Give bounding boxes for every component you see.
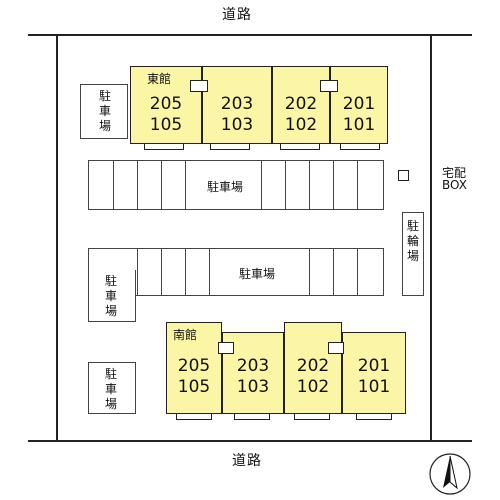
unit-number-lower: 105 [177, 377, 211, 397]
unit-number-upper: 203 [220, 94, 254, 114]
unit-number-lower: 102 [296, 377, 330, 397]
delivery-box-icon [398, 170, 409, 181]
entrance-notch [218, 342, 234, 354]
unit-number-upper: 203 [236, 356, 270, 376]
road-label-north: 道路 [222, 7, 252, 23]
north-arrow-icon [429, 453, 471, 495]
road-edge-south [28, 440, 472, 442]
entrance-step [176, 413, 212, 420]
parking-west-bottom-char: 車 [104, 382, 117, 396]
parking-middle-lower-label: 駐車場 [235, 265, 280, 282]
unit-number-lower: 101 [357, 377, 391, 397]
entrance-step [144, 143, 184, 150]
road-edge-north [28, 34, 472, 36]
south-unit: 201 101 [342, 332, 406, 414]
parking-west-bottom-char: 駐 [104, 367, 117, 381]
south-unit: 南館 205 105 [166, 322, 222, 414]
bicycle-parking-char: 場 [406, 249, 419, 263]
site-boundary-east [430, 34, 432, 440]
unit-number-lower: 105 [149, 115, 183, 135]
unit-number-upper: 205 [177, 356, 211, 376]
north-building: 東館 205 105 203 103 202 102 201 101 [130, 66, 388, 150]
unit-number-upper: 201 [342, 94, 376, 114]
parking-west-middle-char: 場 [104, 304, 117, 318]
north-unit: 201 101 [330, 66, 388, 144]
parking-west-top: 駐 車 場 [80, 63, 128, 161]
parking-west-top-char: 車 [98, 104, 111, 118]
parking-west-middle-char: 車 [104, 289, 117, 303]
unit-number-lower: 101 [342, 115, 376, 135]
south-unit: 202 102 [284, 322, 342, 414]
delivery-box-label-2: BOX [442, 178, 467, 192]
parking-west-top-char: 場 [98, 119, 111, 133]
unit-number-upper: 202 [284, 94, 318, 114]
unit-number-upper: 201 [357, 356, 391, 376]
entrance-step [280, 143, 320, 150]
parking-west-bottom-char: 場 [104, 397, 117, 411]
entrance-notch [328, 342, 344, 354]
north-unit: 東館 205 105 [130, 66, 202, 144]
parking-middle-lower: 駐車場 [88, 248, 384, 296]
entrance-step [340, 143, 380, 150]
delivery-box-label-1: 宅配 [442, 166, 467, 180]
entrance-notch [190, 80, 208, 92]
site-boundary-west [56, 34, 58, 440]
bicycle-parking-char: 駐 [406, 219, 419, 233]
entrance-step [294, 413, 330, 420]
parking-west-bottom: 駐 車 場 [88, 362, 136, 414]
entrance-step [234, 413, 270, 420]
north-building-label: 東館 [147, 72, 172, 86]
unit-number-upper: 202 [296, 356, 330, 376]
unit-number-lower: 103 [220, 115, 254, 135]
parking-west-top-char: 駐 [98, 89, 111, 103]
north-unit: 203 103 [202, 66, 272, 144]
unit-number-upper: 205 [149, 94, 183, 114]
bicycle-parking: 駐 輪 場 [402, 212, 424, 296]
parking-middle-upper: 駐車場 [88, 160, 384, 210]
south-building-label: 南館 [173, 328, 198, 342]
unit-number-lower: 102 [284, 115, 318, 135]
unit-number-lower: 103 [236, 377, 270, 397]
road-label-south: 道路 [232, 453, 262, 469]
entrance-step [210, 143, 250, 150]
entrance-step [356, 413, 392, 420]
parking-west-middle-char: 駐 [104, 274, 117, 288]
parking-middle-upper-label: 駐車場 [203, 178, 248, 195]
bicycle-parking-char: 輪 [406, 234, 419, 248]
entrance-notch [320, 80, 338, 92]
north-unit: 202 102 [272, 66, 330, 144]
south-building: 南館 205 105 203 103 202 102 201 101 [166, 322, 414, 422]
parking-west-middle: 駐 車 場 [88, 270, 136, 322]
